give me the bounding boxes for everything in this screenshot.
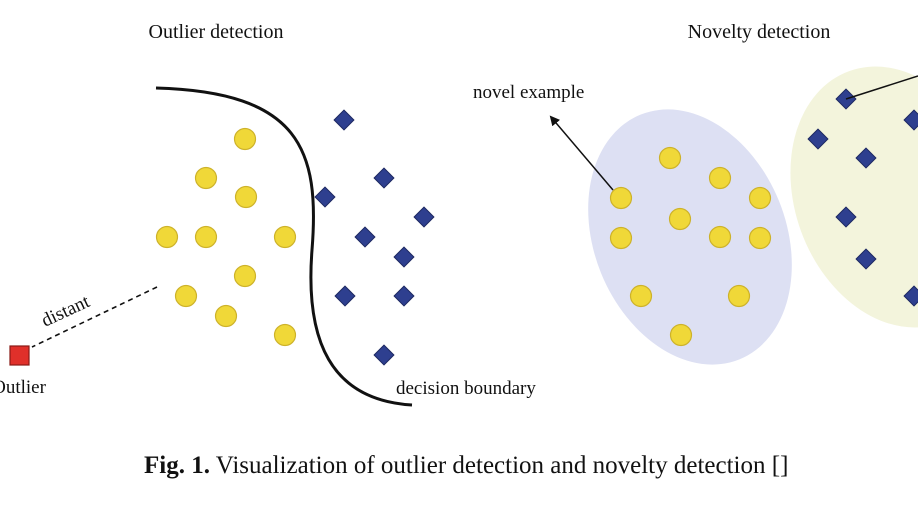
decision-boundary-curve [155, 86, 413, 407]
normal-point [233, 264, 257, 288]
diamond-point [807, 128, 829, 150]
diamond-region-ellipse [790, 66, 918, 328]
normal-point [214, 304, 238, 328]
diamond-point [903, 109, 918, 131]
diamond-point [855, 248, 877, 270]
diamond-point [373, 344, 395, 366]
left-diamond-points [314, 109, 435, 366]
right-normal-points [609, 146, 772, 347]
normal-point [727, 284, 751, 308]
left-normal-points [155, 127, 297, 347]
normal-point [609, 186, 633, 210]
normal-point [609, 226, 633, 250]
diamond-point [334, 285, 356, 307]
caption-trailing: ] [780, 452, 789, 479]
normal-point [174, 284, 198, 308]
decision-boundary-label: decision boundary [396, 378, 536, 399]
normal-point [708, 225, 732, 249]
pointer-line [845, 75, 918, 100]
normal-point [669, 323, 693, 347]
caption-text: Visualization of outlier detection and n… [215, 452, 781, 479]
normal-point [748, 186, 772, 210]
normal-point [668, 207, 692, 231]
distant-label: distant [38, 291, 93, 332]
normal-point [273, 225, 297, 249]
diamond-point [835, 206, 857, 228]
novel-example-label: novel example [473, 82, 584, 103]
normal-point [234, 185, 258, 209]
diamond-point [354, 226, 376, 248]
normal-point [273, 323, 297, 347]
normal-point [233, 127, 257, 151]
diamond-point [393, 285, 415, 307]
normal-point [748, 226, 772, 250]
novel-example-arrow [549, 115, 614, 191]
diamond-point [314, 186, 336, 208]
normal-point [155, 225, 179, 249]
normal-point [194, 166, 218, 190]
diamond-point [855, 147, 877, 169]
outlier-panel-title: Outlier detection [149, 21, 284, 43]
normal-point [194, 225, 218, 249]
right-diamond-points [807, 88, 918, 307]
normal-region-ellipse [588, 109, 792, 365]
normal-point [629, 284, 653, 308]
diamond-point [373, 167, 395, 189]
normal-point [658, 146, 682, 170]
figure-caption: Fig. 1. Visualization of outlier detecti… [144, 452, 788, 480]
outlier-label: Outlier [0, 377, 47, 398]
novelty-panel-title: Novelty detection [688, 21, 831, 43]
caption-figure-number: Fig. 1. [144, 452, 210, 479]
diamond-point [903, 285, 918, 307]
outlier-point [9, 345, 30, 366]
diamond-point [333, 109, 355, 131]
diamond-point [413, 206, 435, 228]
diamond-point [393, 246, 415, 268]
normal-point [708, 166, 732, 190]
